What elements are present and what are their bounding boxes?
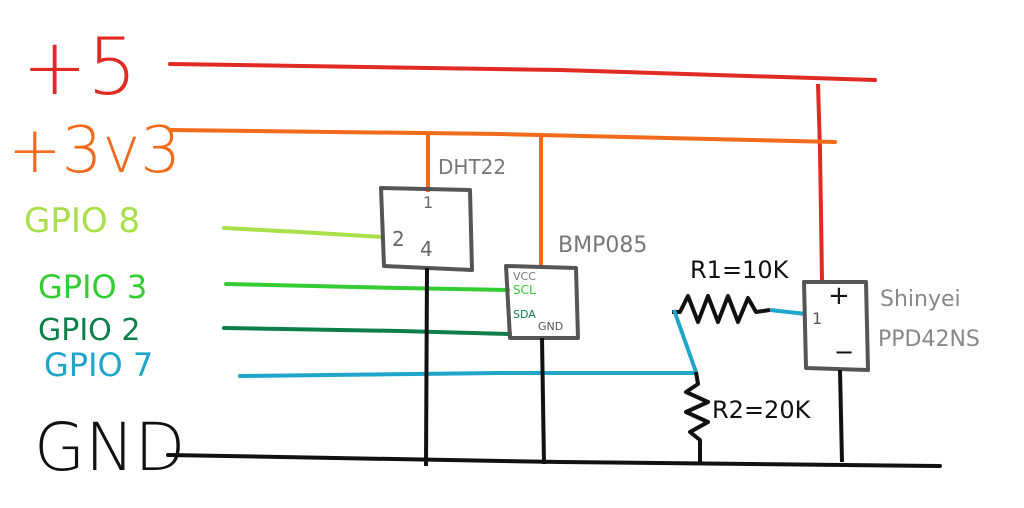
dht22-pin1: 1	[423, 193, 433, 212]
r2-label: R2=20K	[712, 396, 812, 424]
wire-r1-to-r2	[672, 309, 698, 373]
gpio-label-8: GPIO 8	[24, 201, 140, 241]
bmp085-vcc: VCC	[513, 270, 536, 283]
bmp085-label: BMP085	[558, 233, 647, 258]
wire-dht22-gnd	[424, 267, 429, 467]
wire-gpio-8	[222, 226, 384, 239]
rail-label-gnd: GND	[34, 409, 185, 486]
wire-bmp085-gnd	[540, 337, 546, 465]
bmp085-sda: SDA	[513, 308, 536, 321]
dht22-box	[379, 186, 474, 272]
sensor-name-line2: PPD42NS	[878, 327, 980, 352]
sensor-plus: +	[828, 281, 850, 311]
dht22-pin2: 2	[392, 227, 405, 251]
sensor-box	[802, 280, 870, 372]
gpio-label-3: GPIO 3	[38, 268, 147, 306]
wire-sensor-gnd	[838, 369, 844, 463]
rail-label-plus5: +5	[22, 23, 137, 113]
r1-label: R1=10K	[690, 256, 790, 284]
rail-wire-gnd	[166, 453, 942, 468]
dht22-label: DHT22	[438, 155, 506, 179]
wire-gpio-2	[222, 326, 512, 336]
sensor-pin1: 1	[812, 309, 822, 328]
dht22-pin4: 4	[420, 237, 433, 261]
sensor-minus: −	[834, 338, 854, 366]
rail-label-plus3v3: +3v3	[8, 114, 181, 188]
rail-wire-plus5	[168, 62, 877, 82]
gpio-label-2: GPIO 2	[38, 313, 140, 348]
rail-wire-plus3v3	[168, 128, 837, 144]
bmp085-scl: SCL	[513, 283, 536, 297]
bmp085-gnd: GND	[538, 320, 563, 333]
bmp085-box	[504, 264, 580, 340]
resistor-r1	[672, 294, 771, 324]
sensor-name-line1: Shinyei	[880, 287, 961, 312]
wire-r1-to-sensor	[769, 308, 807, 316]
gpio-label-7: GPIO 7	[44, 346, 153, 384]
resistor-r2	[684, 371, 710, 462]
wire-plus5-to-sensor	[816, 83, 824, 281]
wire-gpio-3	[224, 282, 510, 292]
wire-gpio-7	[238, 371, 697, 378]
